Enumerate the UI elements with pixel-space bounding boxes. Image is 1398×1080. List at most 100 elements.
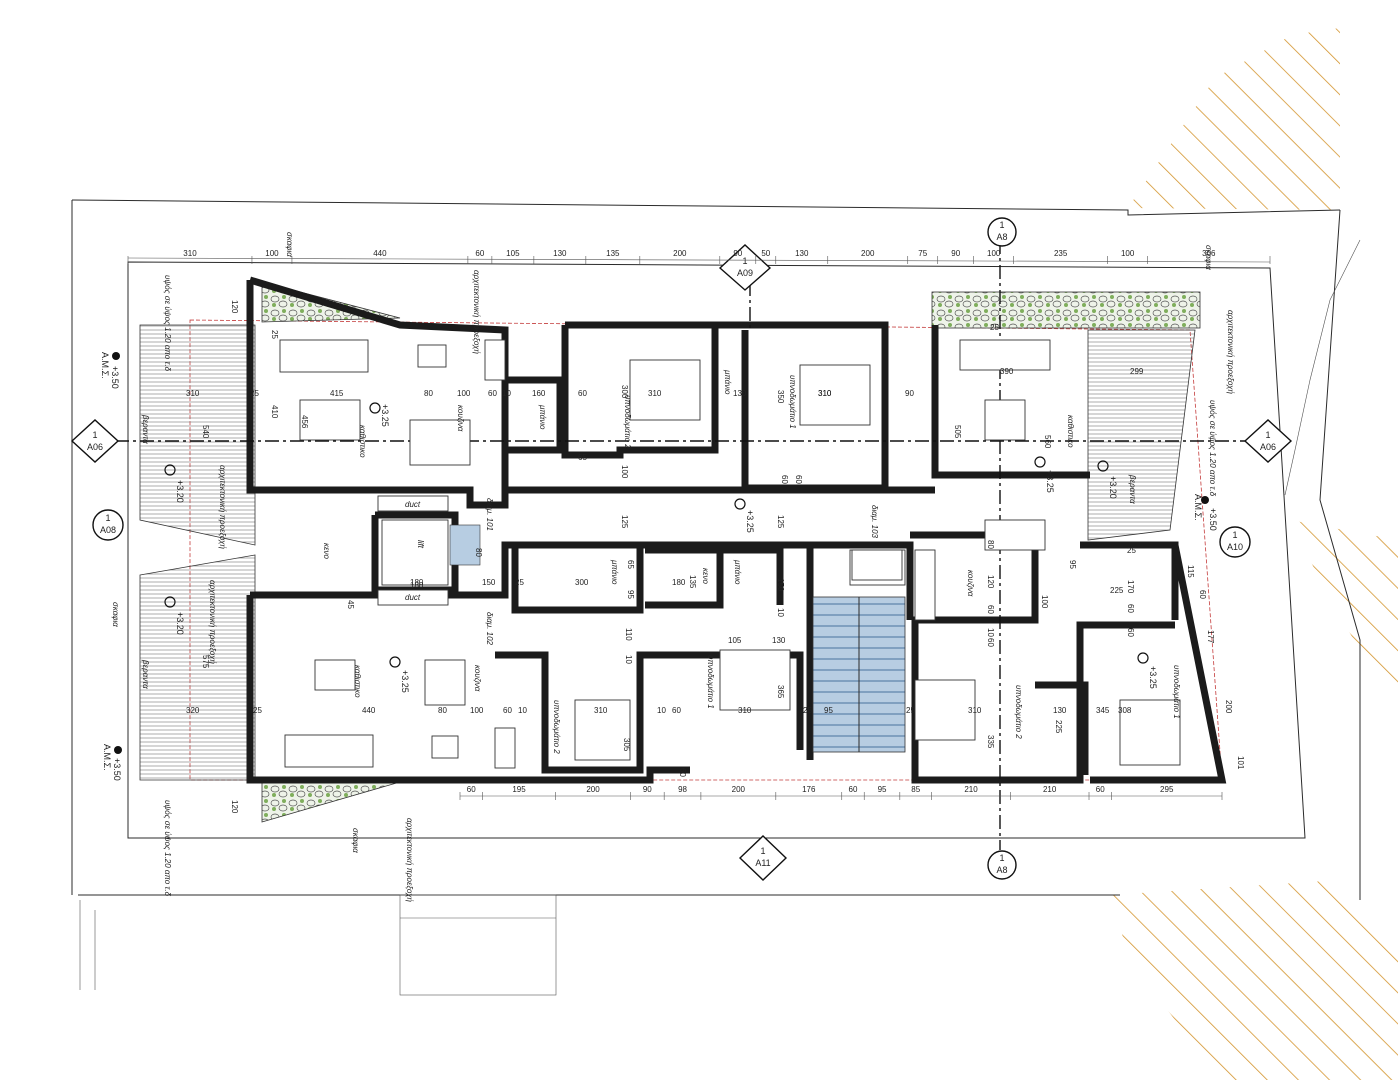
svg-text:1: 1 [1232,530,1237,540]
dim-60d: 60 [794,475,803,484]
label-kathistiko-bl: καθιστικο [353,665,362,698]
label-mpanio-mid-b: μπάνιο [733,559,742,585]
dim-170: 170 [1126,580,1135,594]
top-dim-value: 100 [1121,249,1135,258]
section-a10-right: 1 Α10 [1219,526,1251,558]
veranda-deck-r [1087,329,1196,541]
label-mpanio-top-b: μπάνιο [723,369,732,395]
dim-100d: 100 [1040,595,1049,609]
label-kathistiko-tl: καθιστικο [358,425,367,458]
label-kathistiko-r: καθιστικο [1066,415,1075,448]
level-dot-1 [112,352,120,360]
dim-177: 177 [1206,630,1215,644]
bottom-dim-value: 60 [467,785,476,794]
level-l5: +3.25 [745,510,755,533]
dim-320: 320 [186,706,200,715]
dim-308: 308 [1118,706,1132,715]
level-l3: +3.50 [1208,508,1218,531]
duct-b-box [377,589,449,606]
sink-bl [494,727,516,769]
inner-dimensions: 120 120 25 25 25 25 310 310 310 415 410 … [186,300,1245,814]
dim-25a: 25 [270,330,279,339]
dim-575: 575 [201,655,210,669]
dim-130b: 130 [772,636,786,645]
earth-hatch-top-right [1128,28,1340,210]
dim-415: 415 [330,389,344,398]
section-a9-top: 1 Α09 [718,244,772,291]
label-diam102: διαμ. 102 [485,612,494,646]
level-l4: +3.25 [380,404,390,427]
section-a08-left: 1 Α08 [92,509,124,541]
section-a8-top: 1 Α8 [987,217,1017,247]
dim-60b: 60 [578,389,587,398]
dim-10a: 10 [502,389,511,398]
svg-text:1: 1 [92,430,97,440]
bottom-dim-value: 60 [849,785,858,794]
bottom-dim-value: 98 [678,785,687,794]
planter-top-right [931,291,1201,329]
dim-100c: 100 [470,706,484,715]
label-diam103: διαμ. 103 [870,505,879,539]
level-dot-2 [114,746,122,754]
level-l1: +3.50 [110,366,120,389]
lift-car [381,519,449,586]
section-a6-right: 1 Α06 [1243,419,1293,463]
dim-95c: 95 [1068,560,1077,569]
dim-125b: 125 [776,515,785,529]
dim-225b: 225 [1110,586,1124,595]
svg-text:Α8: Α8 [996,232,1007,242]
level-dot-3 [1201,496,1209,504]
kitchen-r [914,549,936,621]
level-dot-7 [389,656,401,668]
dim-25e: 25 [515,578,524,587]
table-r [984,399,1026,441]
sofa-r [959,339,1051,371]
top-dim-value: 105 [506,249,520,258]
dim-65a: 65 [578,453,587,462]
sink-tl [484,339,506,381]
top-dim-value: 75 [918,249,927,258]
label-skafia-left: σκαφια [111,602,120,627]
label-kouzina-bl: κουζινα [473,665,482,692]
svg-text:Α09: Α09 [737,268,753,278]
top-dim-value: 60 [475,249,484,258]
dim-25d: 25 [990,323,999,332]
dim-300a: 300 [620,385,629,399]
dim-10f: 10 [986,628,995,637]
dim-10c: 10 [624,655,633,664]
bottom-dim-value: 85 [911,785,920,794]
dim-120a: 120 [230,300,239,314]
bottom-dim-value: 200 [732,785,746,794]
dim-135: 135 [688,575,697,589]
svg-text:Α06: Α06 [1260,442,1276,452]
top-dim-value: 90 [733,249,742,258]
label-lift: lift [416,540,425,549]
dining-r [984,519,1046,551]
top-dim-value: 90 [951,249,960,258]
label-duct-a: duct [405,500,421,509]
label-duct-b: duct [405,593,421,602]
dim-310c: 310 [818,389,832,398]
wall-bl-bath [511,545,644,614]
dim-10b: 10 [776,608,785,617]
veranda-deck-tl [139,324,256,546]
svg-text:1: 1 [1265,430,1270,440]
dim-440: 440 [362,706,376,715]
bottom-dim-value: 95 [878,785,887,794]
label-railing-r: υψός σε ύψος 1.20 απο τ.δ [1208,400,1217,497]
dim-100a: 100 [457,389,471,398]
level-l3b: Α.Μ.Σ. [1193,494,1203,521]
room-labels: υπνοδωμάτιο 2 υπνοδωμάτιο 1 μπάνιο μπάνι… [141,369,1181,754]
label-veranta-tl: βεραντα [141,414,150,444]
lift-door-stair [449,524,481,566]
walls [246,276,1227,784]
top-dim-value: 100 [265,249,279,258]
dim-160: 160 [532,389,546,398]
dim-25b: 25 [250,389,259,398]
road-line [1284,239,1361,496]
dim-65b: 65 [626,560,635,569]
bed-br-2 [914,679,976,741]
wall-tl-unit [246,276,509,509]
dim-80a: 80 [424,389,433,398]
dim-310b: 310 [648,389,662,398]
